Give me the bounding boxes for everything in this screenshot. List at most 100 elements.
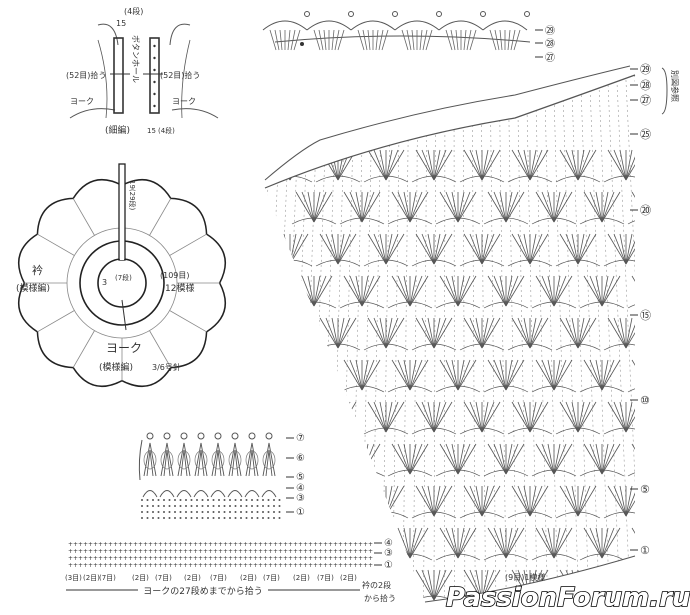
- stitch-mark: +: [278, 548, 283, 555]
- fan-stitch: [391, 191, 411, 223]
- depth-arrow: [121, 299, 127, 331]
- row-label: ⑦: [296, 433, 305, 444]
- stitch-mark: [196, 505, 198, 507]
- fan-stitch: [571, 317, 579, 349]
- yoke-panel-line: [37, 310, 75, 333]
- fan-stitch: [475, 485, 483, 517]
- chain-arc: [507, 343, 553, 351]
- stitch-column: [402, 75, 410, 602]
- fan-stitch: [613, 401, 627, 433]
- fan-stitch: [361, 191, 375, 223]
- fan-stitch: [553, 443, 561, 475]
- stitch-mark: +: [218, 541, 223, 548]
- picot: [436, 11, 442, 17]
- fan-stitch: [433, 485, 447, 517]
- fan-stitch: [409, 527, 423, 559]
- fan-stitch: [295, 359, 315, 391]
- fan-stitch: [607, 485, 627, 517]
- stitch-mark: [256, 517, 259, 519]
- fan-stitch: [433, 149, 447, 181]
- fan-stitch: [577, 485, 597, 517]
- fan-stitch: [505, 443, 525, 475]
- fan-stitch: [361, 443, 375, 475]
- v-stitch: [227, 490, 243, 498]
- fan-stitch: [301, 275, 315, 307]
- fan-stitch: [481, 149, 495, 181]
- yoke-stitch: (模様編): [99, 361, 133, 373]
- fan-stitch: [361, 359, 375, 391]
- fan-stitch: [349, 443, 363, 475]
- chain-arc: [603, 175, 635, 183]
- fan-stitch: [601, 527, 609, 559]
- stitch-mark: +: [273, 555, 278, 562]
- stitch-mark: +: [223, 548, 228, 555]
- chain-arc: [459, 343, 505, 351]
- stitch-mark: [245, 511, 248, 513]
- fan-stitch: [289, 317, 297, 349]
- fan-stitch: [535, 527, 555, 559]
- stitch-mark: [212, 511, 215, 513]
- stitch-mark: +: [343, 541, 348, 548]
- fan-stitch: [385, 485, 399, 517]
- fan-stitch: [415, 485, 435, 517]
- buttonhole-mark: [153, 44, 156, 48]
- fan-stitch: [638, 360, 650, 390]
- fan-stitch: [313, 275, 321, 307]
- stitch-mark: +: [333, 541, 338, 548]
- stitch-mark: [251, 505, 253, 507]
- fan-stitch: [650, 276, 668, 306]
- fan-stitch: [451, 191, 459, 223]
- stitch-mark: [207, 517, 209, 519]
- chain-arc: [579, 553, 625, 561]
- yoke-panel-line: [37, 233, 75, 256]
- stitch-mark: +: [318, 555, 323, 562]
- fan-stitch: [421, 569, 435, 601]
- edging-stitch: [450, 29, 456, 51]
- collar-stitch: (模様編): [16, 282, 50, 294]
- fan-stitch: [403, 275, 411, 307]
- stitch-mark: +: [188, 548, 193, 555]
- stitch-mark: +: [338, 555, 343, 562]
- stitch-column: [579, 75, 600, 602]
- fan-stitch: [625, 149, 633, 181]
- stitch-mark: [201, 511, 204, 513]
- stitch-mark: +: [313, 548, 318, 555]
- fan-stitch: [625, 485, 635, 517]
- stitch-mark: +: [143, 548, 148, 555]
- stitch-mark: [179, 517, 182, 519]
- fan-stitch: [487, 359, 507, 391]
- fan-stitch: [337, 233, 345, 265]
- yoke-panel-line: [169, 233, 207, 256]
- fan-stitch: [313, 191, 333, 223]
- stitch-mark: +: [98, 562, 103, 569]
- fan-stitch: [529, 149, 549, 181]
- stitch-mark: [141, 505, 143, 507]
- stitch-mark: +: [88, 548, 93, 555]
- watermark: PassionForum.ru: [446, 583, 690, 613]
- stitch-mark: +: [118, 548, 123, 555]
- rows-bottom-unit: (4段): [158, 126, 175, 135]
- stitch-mark: +: [288, 562, 293, 569]
- chain-arc: [315, 511, 361, 519]
- fan-stitch: [385, 149, 399, 181]
- stitch-column: [453, 75, 455, 602]
- fan-stitch: [571, 149, 579, 181]
- rows-top-num: 15: [116, 19, 126, 28]
- stitch-column: [412, 75, 419, 602]
- fan-stitch: [337, 233, 357, 265]
- fan-stitch: [505, 527, 513, 559]
- chain-arc: [459, 511, 505, 519]
- fan-stitch: [325, 401, 339, 433]
- fan-stitch: [457, 527, 471, 559]
- edging-stitch: [422, 29, 428, 51]
- fan-stitch: [457, 275, 477, 307]
- stitch-mark: [163, 517, 165, 519]
- stitch-mark: [190, 505, 193, 507]
- yoke-panel-line: [149, 330, 172, 368]
- fan-stitch: [625, 149, 635, 181]
- fan-stitch: [529, 317, 543, 349]
- fan-stitch: [319, 401, 339, 433]
- stitch-mark: +: [263, 562, 268, 569]
- fan-stitch: [505, 527, 519, 559]
- row-label: ①: [296, 507, 305, 518]
